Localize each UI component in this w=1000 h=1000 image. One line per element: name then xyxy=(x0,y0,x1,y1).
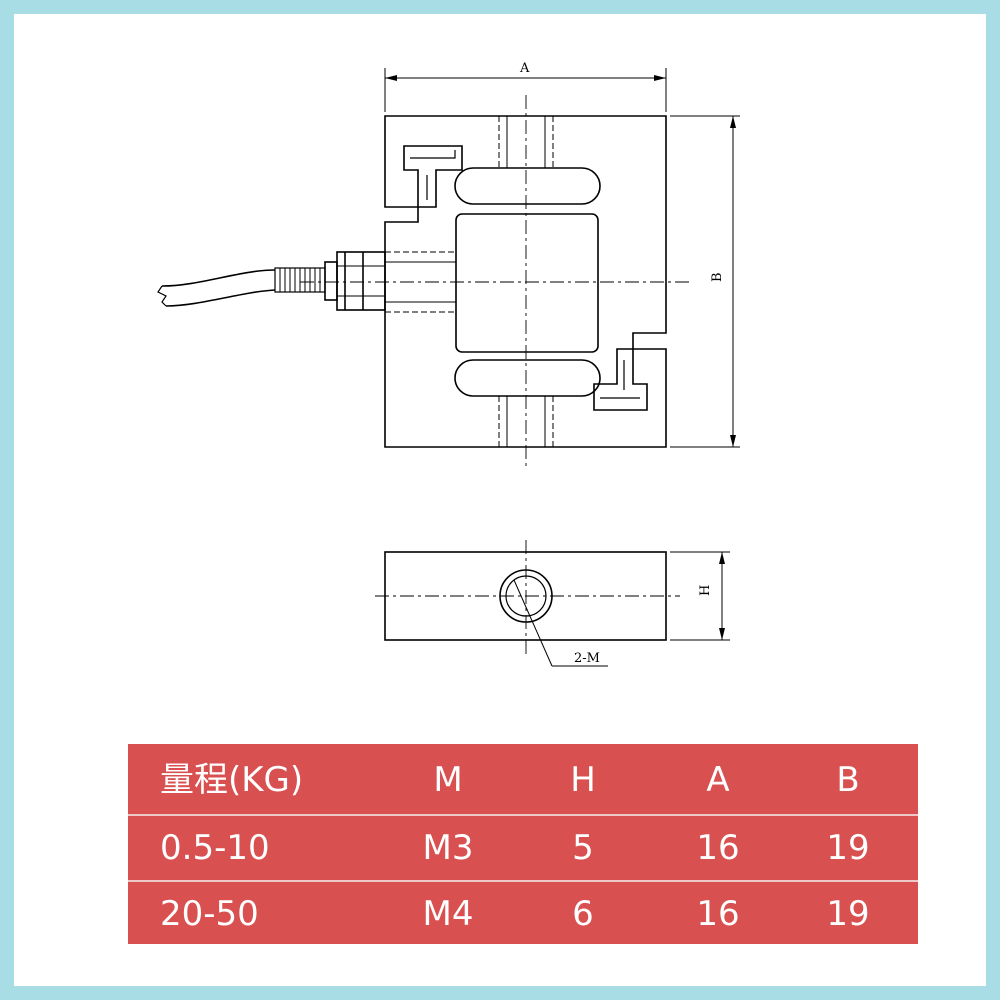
upper-slot xyxy=(454,167,601,205)
header-b: B xyxy=(836,760,860,800)
dimension-b xyxy=(670,115,740,448)
label-thread: 2-M xyxy=(574,651,600,666)
label-b: B xyxy=(710,272,725,282)
cell-m: M3 xyxy=(422,828,474,868)
center-pocket xyxy=(455,213,599,353)
label-a: A xyxy=(519,61,530,76)
dimension-a xyxy=(384,68,667,112)
spec-table: 量程(KG) M H A B 0.5-10 M3 5 16 19 20-50 M… xyxy=(128,744,918,944)
header-m: M xyxy=(433,760,463,800)
thread-hole-outer xyxy=(499,569,553,623)
table-row: 0.5-10 M3 5 16 19 xyxy=(128,814,918,880)
header-a: A xyxy=(706,760,730,800)
cell-a: 16 xyxy=(696,828,740,868)
header-h: H xyxy=(570,760,596,800)
header-range: 量程(KG) xyxy=(160,760,304,800)
load-cell-body xyxy=(384,115,667,448)
cell-a: 16 xyxy=(696,894,740,934)
cable xyxy=(161,269,276,287)
cell-range: 0.5-10 xyxy=(160,828,270,868)
table-row: 20-50 M4 6 16 19 xyxy=(128,880,918,946)
cell-b: 19 xyxy=(826,894,870,934)
cell-b: 19 xyxy=(826,828,870,868)
cell-range: 20-50 xyxy=(160,894,259,934)
table-header-row: 量程(KG) M H A B xyxy=(128,748,918,812)
cell-m: M4 xyxy=(422,894,474,934)
dimension-h xyxy=(670,551,730,641)
cable-gland xyxy=(274,251,386,311)
cell-h: 5 xyxy=(572,828,594,868)
label-h: H xyxy=(698,585,713,596)
lower-slot xyxy=(454,359,601,397)
cell-h: 6 xyxy=(572,894,594,934)
thread-hole-inner xyxy=(505,575,547,617)
